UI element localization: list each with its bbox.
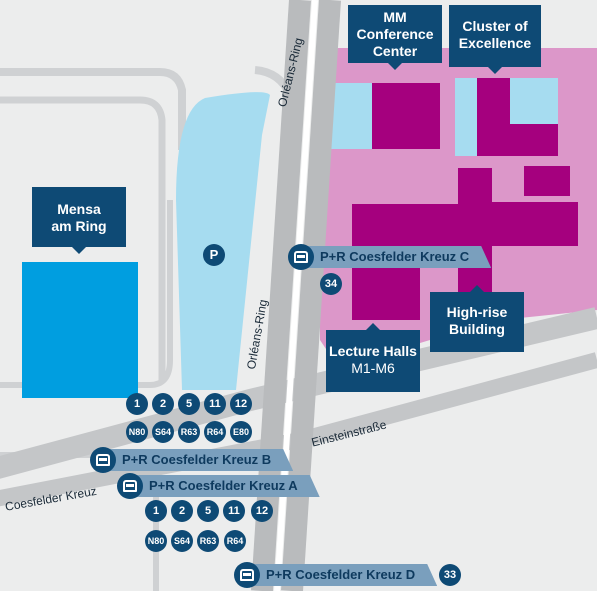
bus-icon bbox=[288, 244, 314, 270]
label-lecture-line1: Lecture Halls bbox=[329, 343, 417, 359]
line-34-badge[interactable]: 34 bbox=[320, 273, 342, 295]
label-highrise-line1: High-rise bbox=[446, 304, 508, 320]
line-badge[interactable]: N80 bbox=[126, 421, 148, 443]
label-highrise-line2: Building bbox=[449, 321, 505, 337]
stop-b[interactable]: P+R Coesfelder Kreuz B bbox=[90, 447, 293, 473]
line-badge[interactable]: 5 bbox=[178, 393, 200, 415]
label-mm-line3: Center bbox=[372, 43, 418, 59]
label-mm-line2: Conference bbox=[356, 26, 434, 42]
line-badge[interactable]: N80 bbox=[145, 530, 167, 552]
label-mensa-line2: am Ring bbox=[51, 218, 107, 234]
line-badge[interactable]: 11 bbox=[204, 393, 226, 415]
label-lecture: Lecture Halls M1-M6 bbox=[326, 323, 420, 392]
road-left-ramp bbox=[0, 200, 173, 388]
label-lecture-line2: M1-M6 bbox=[351, 360, 395, 376]
label-pointer bbox=[366, 323, 380, 330]
line-badge[interactable]: 2 bbox=[171, 500, 193, 522]
label-cluster-line2: Excellence bbox=[458, 35, 532, 51]
building-center bbox=[420, 168, 520, 292]
line-badge[interactable]: 5 bbox=[197, 500, 219, 522]
bus-icon bbox=[117, 473, 143, 499]
line-badge[interactable]: 1 bbox=[145, 500, 167, 522]
label-mm-line1: MM bbox=[383, 9, 407, 25]
label-mensa-line1: Mensa bbox=[57, 201, 101, 217]
building-light-1 bbox=[330, 83, 372, 149]
bus-icon bbox=[234, 562, 260, 588]
building-light-3 bbox=[510, 78, 558, 124]
building-mm bbox=[372, 83, 440, 149]
building-cluster bbox=[477, 78, 558, 156]
building-light-2 bbox=[455, 78, 477, 156]
label-mensa: Mensa am Ring bbox=[32, 187, 126, 254]
parking-lot bbox=[176, 92, 270, 390]
building-small-right bbox=[524, 166, 570, 196]
line-33-badge[interactable]: 33 bbox=[439, 564, 461, 586]
stop-d-label: P+R Coesfelder Kreuz D bbox=[254, 564, 437, 586]
label-pointer bbox=[72, 247, 86, 254]
label-cluster-line1: Cluster of bbox=[462, 18, 528, 34]
bus-icon bbox=[90, 447, 116, 473]
stop-b-label: P+R Coesfelder Kreuz B bbox=[110, 449, 293, 471]
line-badge[interactable]: S64 bbox=[152, 421, 174, 443]
road-loop-outer bbox=[0, 68, 186, 150]
line-badge[interactable]: 12 bbox=[251, 500, 273, 522]
label-pointer bbox=[388, 63, 402, 70]
line-badge[interactable]: 2 bbox=[152, 393, 174, 415]
label-highrise: High-rise Building bbox=[430, 285, 524, 352]
line-badge[interactable]: E80 bbox=[230, 421, 252, 443]
line-badge[interactable]: 12 bbox=[230, 393, 252, 415]
line-badge[interactable]: R64 bbox=[204, 421, 226, 443]
stop-c-label: P+R Coesfelder Kreuz C bbox=[308, 246, 491, 268]
stop-a-label: P+R Coesfelder Kreuz A bbox=[137, 475, 320, 497]
building-highrise-block bbox=[520, 202, 578, 246]
line-badge[interactable]: S64 bbox=[171, 530, 193, 552]
line-badge[interactable]: R63 bbox=[197, 530, 219, 552]
label-pointer bbox=[470, 285, 484, 292]
stop-d[interactable]: P+R Coesfelder Kreuz D bbox=[234, 562, 437, 588]
stop-c[interactable]: P+R Coesfelder Kreuz C bbox=[288, 244, 491, 270]
label-cluster: Cluster of Excellence bbox=[449, 5, 541, 74]
line-badge[interactable]: R63 bbox=[178, 421, 200, 443]
stop-a[interactable]: P+R Coesfelder Kreuz A bbox=[117, 473, 320, 499]
line-badge[interactable]: R64 bbox=[224, 530, 246, 552]
building-mensa bbox=[22, 262, 138, 398]
label-pointer bbox=[488, 67, 502, 74]
parking-icon: P bbox=[203, 244, 225, 266]
line-badge[interactable]: 11 bbox=[223, 500, 245, 522]
line-badge[interactable]: 1 bbox=[126, 393, 148, 415]
road-loop-inner bbox=[0, 96, 166, 380]
label-mm-conference: MM Conference Center bbox=[348, 5, 442, 70]
